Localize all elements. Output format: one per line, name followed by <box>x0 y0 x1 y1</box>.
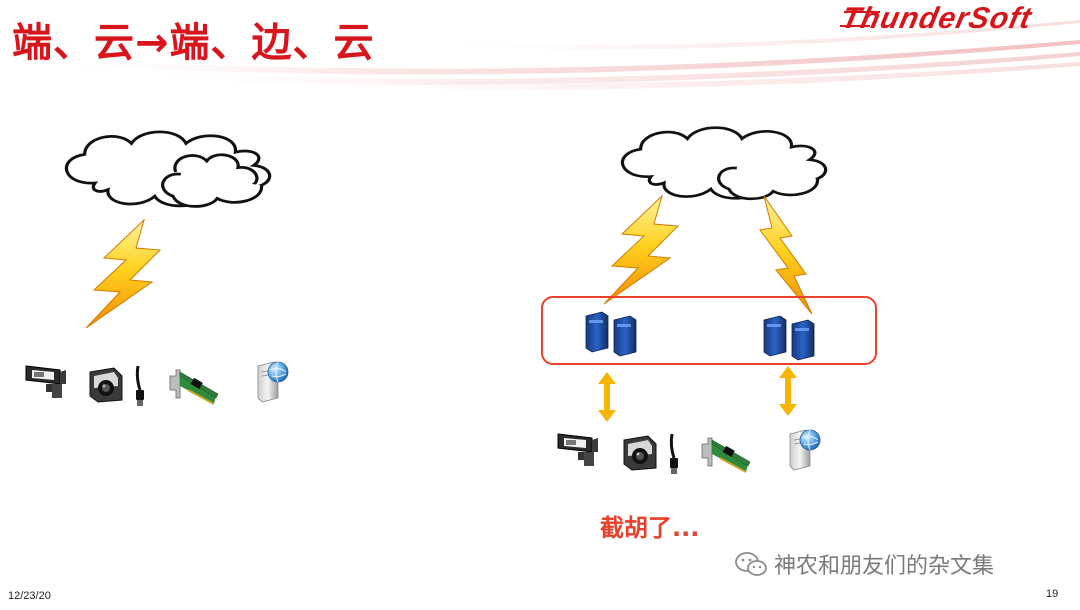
lightning-icon <box>85 219 161 329</box>
watermark-text: 神农和朋友们的杂文集 <box>774 554 995 579</box>
logo-speed-lines <box>840 11 880 27</box>
caption-text: 截胡了... <box>600 514 700 542</box>
page-number: 19 <box>1046 588 1059 600</box>
server-globe-icon <box>789 429 821 471</box>
cloud-icon <box>64 130 272 209</box>
network-card-icon <box>701 437 751 473</box>
network-card-icon <box>169 369 219 405</box>
wechat-icon <box>735 552 767 576</box>
header-swoosh-decoration <box>0 20 1080 90</box>
lightning-icon <box>603 195 679 305</box>
security-camera-icon <box>557 433 599 467</box>
webcam-icon <box>89 367 123 403</box>
security-camera-icon <box>25 365 67 399</box>
usb-cable-icon <box>668 432 680 476</box>
webcam-icon <box>623 435 657 471</box>
cloud-icon <box>620 126 828 201</box>
watermark: 神农和朋友们的杂文集 <box>734 548 994 580</box>
footer-date: 12/23/20 <box>8 590 51 602</box>
usb-cable-icon <box>134 364 146 408</box>
server-globe-icon <box>257 361 289 403</box>
edge-layer-highlight-box <box>541 296 877 365</box>
double-arrow-icon <box>598 372 616 422</box>
slide-title: 端、云→端、边、云 <box>12 20 375 66</box>
double-arrow-icon <box>779 366 797 416</box>
